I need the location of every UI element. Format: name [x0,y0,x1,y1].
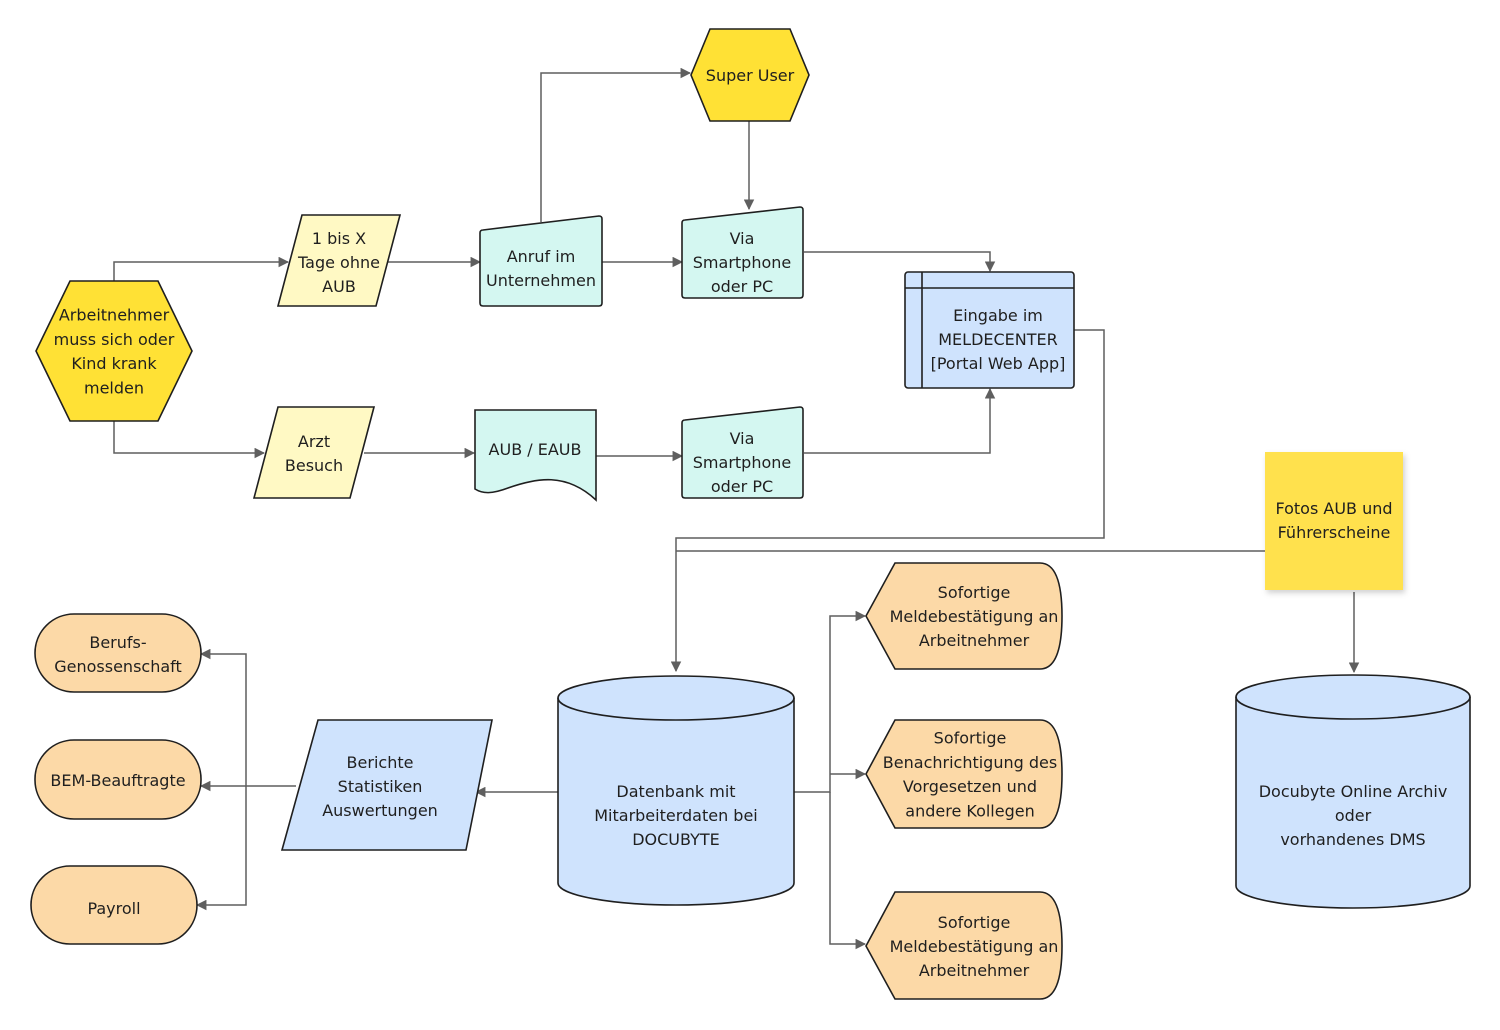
label-line: Genossenschaft [54,657,182,676]
node-via-top [681,206,804,299]
node-payroll [30,865,198,945]
connector-datenbank-to-bestaetigung-1 [794,610,867,793]
label-line: Kind krank [71,354,157,373]
node-anruf [479,215,603,307]
label-line: Tage ohne [297,253,380,272]
connector-arbeitnehmer-to-arzt [113,421,266,459]
connector-meldecenter-to-datenbank [670,329,1105,673]
node-fotos-sticky-note [1265,452,1403,590]
label-line: Docubyte Online Archiv [1259,782,1448,801]
connector-via-bottom-to-meldecenter [804,387,996,454]
node-datenbank [557,675,795,906]
label-line: Arzt [298,432,330,451]
label-anruf: Anruf im Unternehmen [486,247,596,290]
label-line: Anruf im [507,247,576,266]
node-bem [34,739,202,820]
label-line: Datenbank mit [616,782,735,801]
connector-datenbank-to-bestaetigung-2 [829,792,867,950]
label-line: MELDECENTER [938,330,1058,349]
label-line: Arbeitnehmer [919,631,1030,650]
label-line: 1 bis X [312,229,366,248]
node-arbeitnehmer [35,280,193,422]
label-line: Smartphone [693,453,791,472]
label-line: Führerscheine [1278,523,1391,542]
node-bestaetigung-1 [865,562,1063,670]
label-line: DOCUBYTE [632,830,720,849]
label-line: Via [730,229,755,248]
label-meldecenter: Eingabe im MELDECENTER [Portal Web App] [931,306,1066,373]
node-arzt-besuch [252,406,376,499]
label-line: Besuch [285,456,343,475]
node-archiv [1235,674,1471,909]
label-line: oder PC [711,277,773,296]
node-bestaetigung-2 [865,891,1063,1000]
label-line: Sofortige [938,913,1011,932]
label-super-user: Super User [706,66,795,85]
connector-berichte-to-payroll [195,786,247,911]
label-line: AUB / EAUB [489,440,582,459]
label-line: muss sich oder [54,330,175,349]
connector-anruf-to-superuser [540,67,692,222]
label-line: Vorgesetzen und [903,777,1037,796]
node-aub-eaub [474,409,597,502]
label-line: Meldebestätigung an [890,607,1059,626]
label-line: Statistiken [338,777,423,796]
label-line: Smartphone [693,253,791,272]
label-bem: BEM-Beauftragte [50,771,185,790]
connector-berichte-to-berufs [199,648,296,787]
label-line: Fotos AUB und [1275,499,1392,518]
label-line: Benachrichtigung des [883,753,1057,772]
label-line: andere Kollegen [905,801,1034,820]
node-super-user [690,28,810,122]
label-archiv: Docubyte Online Archiv oder vorhandenes DM… [1259,782,1448,849]
label-line: oder PC [711,477,773,496]
connector-via-top-to-meldecenter [804,251,996,273]
connectors [113,67,1360,950]
label-payroll: Payroll [87,899,140,918]
label-line: AUB [322,277,356,296]
label-line: oder [1335,806,1372,825]
label-line: Meldebestätigung an [890,937,1059,956]
node-berufs [34,613,202,693]
label-berufs: Berufs- Genossenschaft [54,633,182,676]
node-tage-ohne-aub [276,214,402,307]
label-line: vorhandenes DMS [1280,830,1425,849]
label-line: Berichte [347,753,414,772]
label-line: Berufs- [89,633,146,652]
label-aub-eaub: AUB / EAUB [489,440,582,459]
label-line: Via [730,429,755,448]
label-line: BEM-Beauftragte [50,771,185,790]
label-line: Sofortige [934,729,1007,748]
node-benachrichtigung [865,719,1063,829]
label-line: Auswertungen [322,801,438,820]
label-line: Arbeitnehmer [919,961,1030,980]
label-line: [Portal Web App] [931,354,1066,373]
label-line: Mitarbeiterdaten bei [594,806,758,825]
connector-arbeitnehmer-to-tage [113,256,290,281]
label-line: Eingabe im [953,306,1043,325]
label-line: Super User [706,66,795,85]
node-berichte [280,719,493,851]
node-meldecenter [904,271,1075,389]
label-line: Arbeitnehmer [59,306,170,325]
label-line: Unternehmen [486,271,596,290]
label-line: melden [84,378,144,397]
node-via-bottom [681,406,804,499]
label-line: Payroll [87,899,140,918]
label-line: Sofortige [938,583,1011,602]
